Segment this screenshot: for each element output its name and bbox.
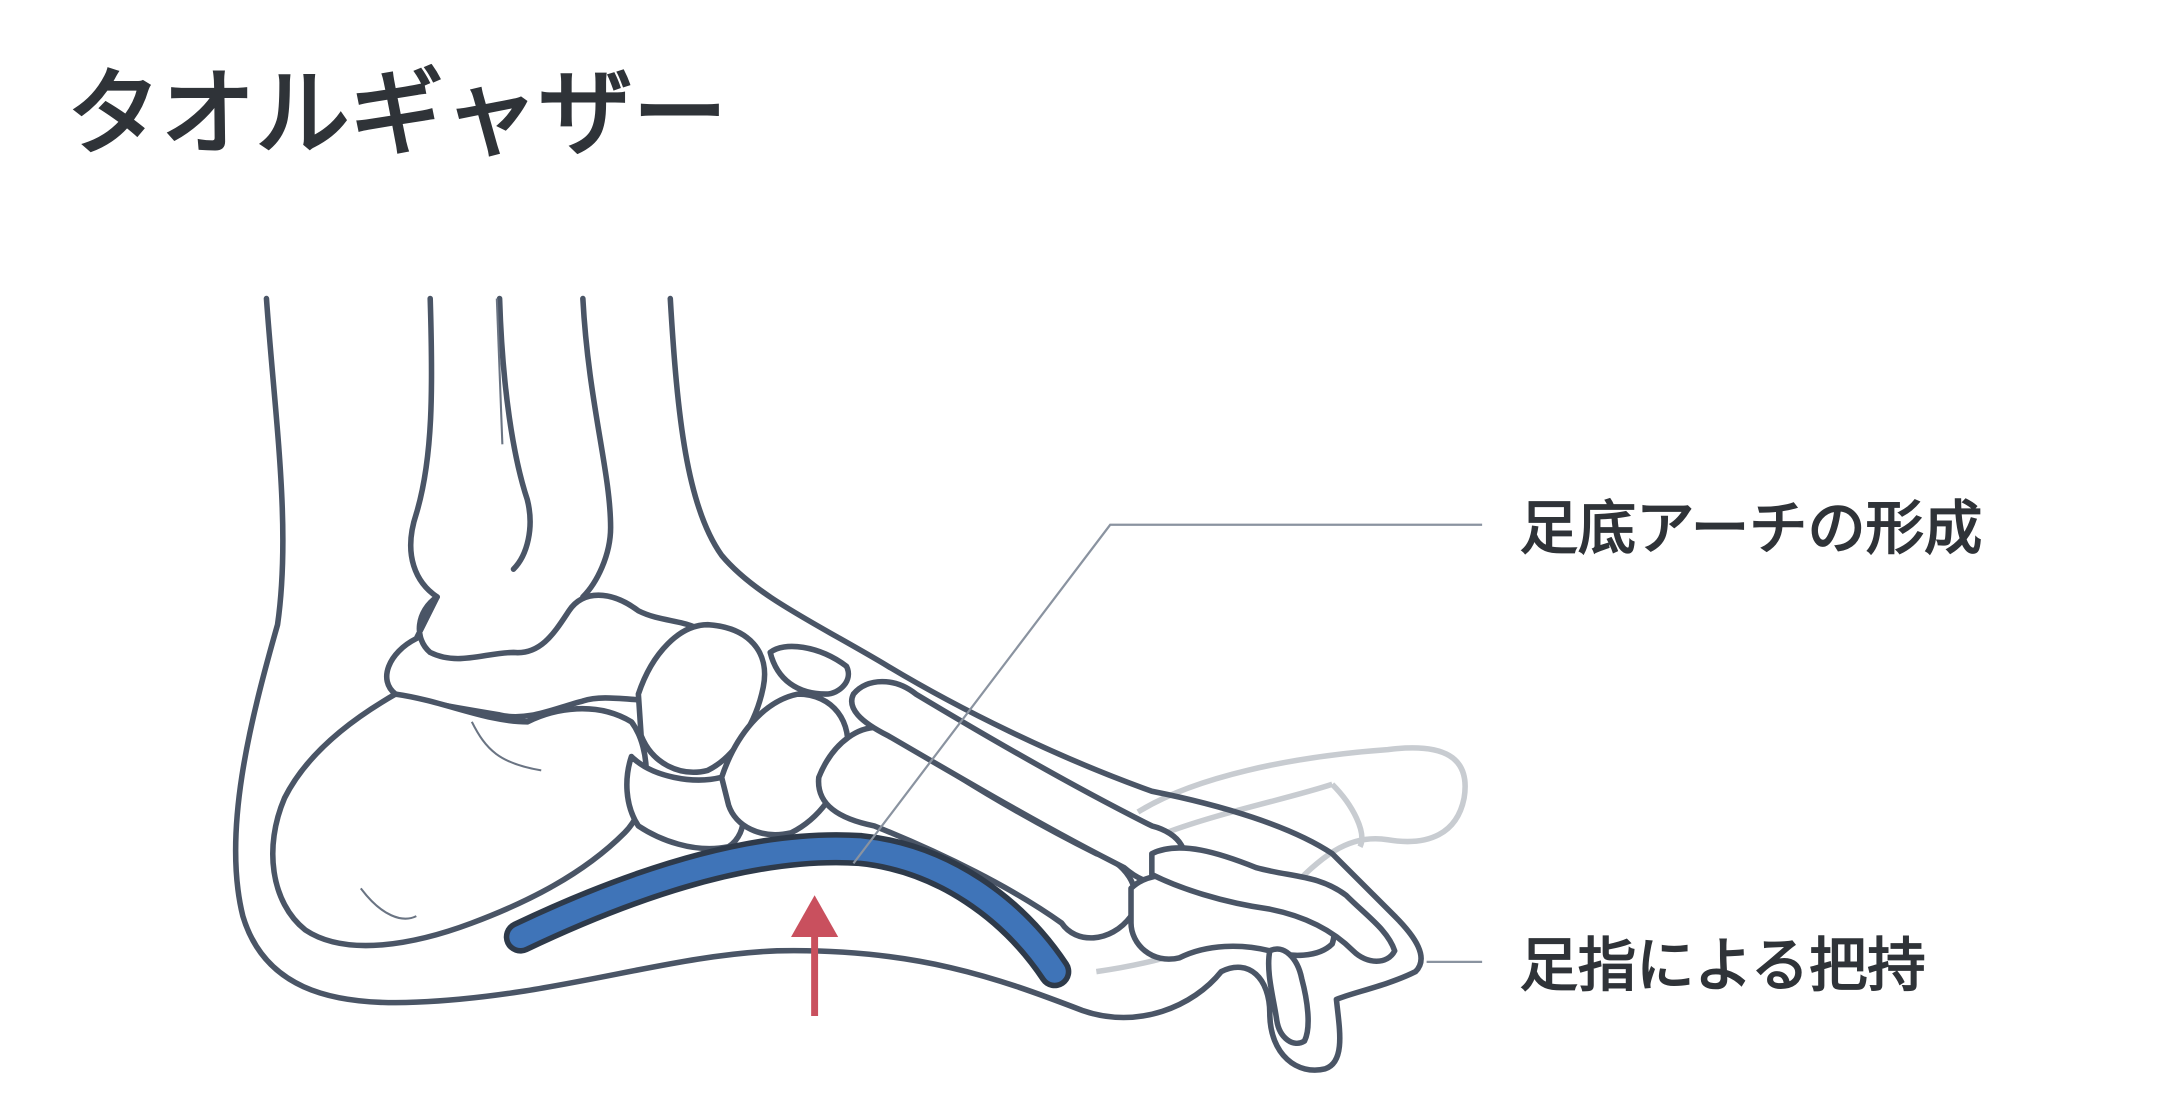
- arch-label: 足底アーチの形成: [1520, 494, 1983, 562]
- leg-bones: [407, 295, 614, 600]
- tarsal-bones: [270, 592, 851, 949]
- metatarsal-bones: [815, 678, 1398, 1046]
- foot-outline: [232, 295, 1424, 1073]
- page-title: タオルギャザー: [67, 59, 728, 169]
- toes-label: 足指による把持: [1520, 932, 1926, 1000]
- arch-leader-line: [852, 523, 1483, 865]
- upward-arrow-icon: [791, 895, 839, 1017]
